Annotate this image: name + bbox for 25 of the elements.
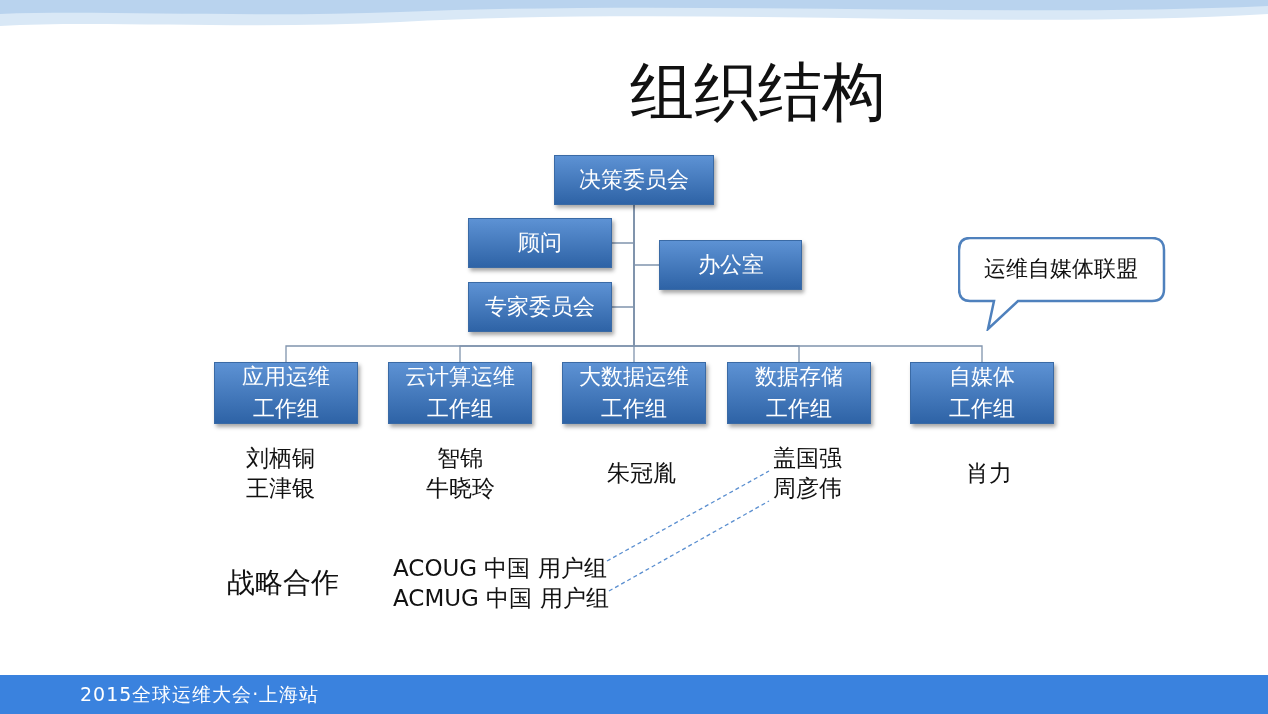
org-chart-box: 数据存储 工作组	[727, 362, 871, 424]
title: 组织结构	[630, 54, 886, 131]
person-name: 周彦伟	[757, 473, 857, 503]
org-chart-box: 云计算运维 工作组	[388, 362, 532, 424]
org-chart-box: 办公室	[659, 240, 802, 290]
org-chart-box: 自媒体 工作组	[910, 362, 1054, 424]
org-chart-box: 顾问	[468, 218, 612, 268]
org-chart-box: 大数据运维 工作组	[562, 362, 706, 424]
person-name: 刘栖铜	[230, 443, 330, 473]
partner-group-text: ACOUG 中国 用户组	[393, 553, 607, 583]
person-name: 朱冠胤	[586, 458, 696, 488]
person-name: 盖国强	[757, 443, 857, 473]
section-label: 战略合作	[227, 565, 339, 601]
person-name: 肖力	[939, 458, 1039, 488]
footer-text: 2015全球运维大会·上海站	[80, 682, 320, 707]
org-chart-box: 决策委员会	[554, 155, 714, 205]
partner-group-text: ACMUG 中国 用户组	[393, 583, 609, 613]
org-chart-box: 应用运维 工作组	[214, 362, 358, 424]
speech-bubble: 运维自媒体联盟	[958, 237, 1166, 331]
person-name: 牛晓玲	[410, 473, 510, 503]
leader-line	[608, 500, 770, 592]
person-name: 智锦	[410, 443, 510, 473]
person-name: 王津银	[230, 473, 330, 503]
org-chart-box: 专家委员会	[468, 282, 612, 332]
leader-line	[606, 470, 770, 562]
